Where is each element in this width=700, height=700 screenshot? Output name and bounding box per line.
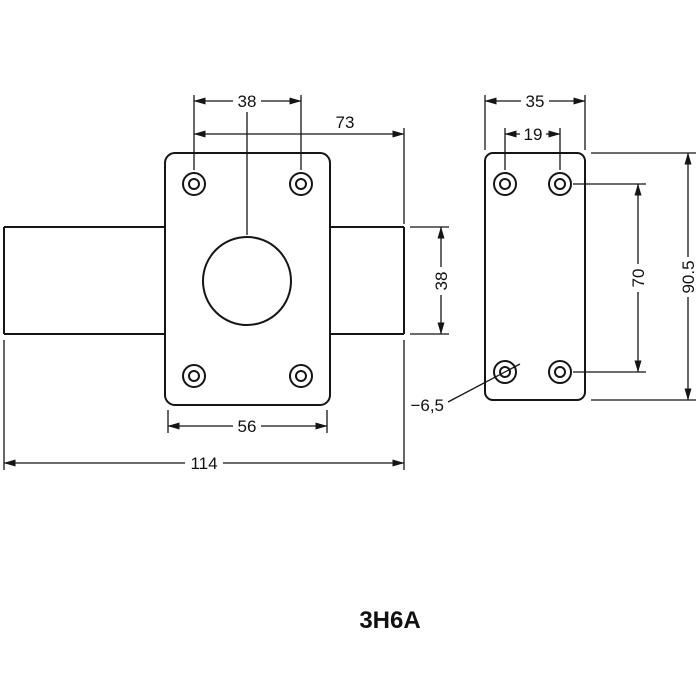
label-backdrop (680, 257, 696, 297)
side-plate (484, 152, 586, 401)
dimension-bottom-hole-spacing: 56 (167, 410, 328, 436)
dim-hole-spacing-horizontal-label: 19 (524, 125, 543, 144)
dimension-body-to-right: 73 (193, 113, 405, 224)
dimension-plate-width: 35 (484, 92, 586, 150)
dimension-total-length: 114 (3, 340, 405, 473)
hole-diameter-callout: −6,5 (410, 363, 521, 415)
dim-bottom-hole-spacing-label: 56 (238, 417, 257, 436)
dim-total-length-label: 114 (190, 454, 217, 473)
label-backdrop (233, 93, 261, 109)
dimension-plate-height: 90.5 (591, 152, 698, 401)
label-backdrop (521, 93, 549, 109)
dim-body-height-label: 38 (432, 272, 451, 291)
side-view (484, 152, 586, 401)
mounting-hole-top-left (182, 172, 206, 196)
dim-hole-callout-label: −6,5 (410, 396, 444, 415)
part-number-label: 3H6A (359, 607, 420, 634)
dim-plate-width-label: 35 (526, 92, 545, 111)
label-backdrop (433, 267, 449, 295)
mounting-hole-bottom-right (289, 364, 313, 388)
lock-body-bar (3, 226, 405, 335)
mounting-hole-top-right (548, 172, 572, 196)
cylinder-hole (202, 236, 292, 326)
dimension-body-height: 38 (410, 226, 451, 335)
dim-body-to-right-label: 73 (336, 113, 355, 132)
mounting-hole-top-right (289, 172, 313, 196)
dim-top-hole-spacing-label: 38 (238, 92, 257, 111)
label-backdrop (185, 455, 223, 471)
leader-line (447, 363, 521, 403)
label-backdrop (630, 264, 646, 292)
front-view (3, 112, 405, 406)
dim-plate-height-label: 90.5 (679, 260, 698, 293)
dimension-top-hole-spacing: 38 (193, 92, 302, 170)
mounting-hole-bottom-right (548, 360, 572, 384)
dim-hole-spacing-vertical-label: 70 (629, 269, 648, 288)
dimension-hole-spacing-vertical: 70 (573, 183, 648, 373)
label-backdrop (520, 126, 546, 142)
mounting-hole-top-left (493, 172, 517, 196)
dimension-hole-spacing-horizontal: 19 (504, 125, 561, 170)
mounting-hole-bottom-left (182, 364, 206, 388)
label-backdrop (233, 418, 261, 434)
